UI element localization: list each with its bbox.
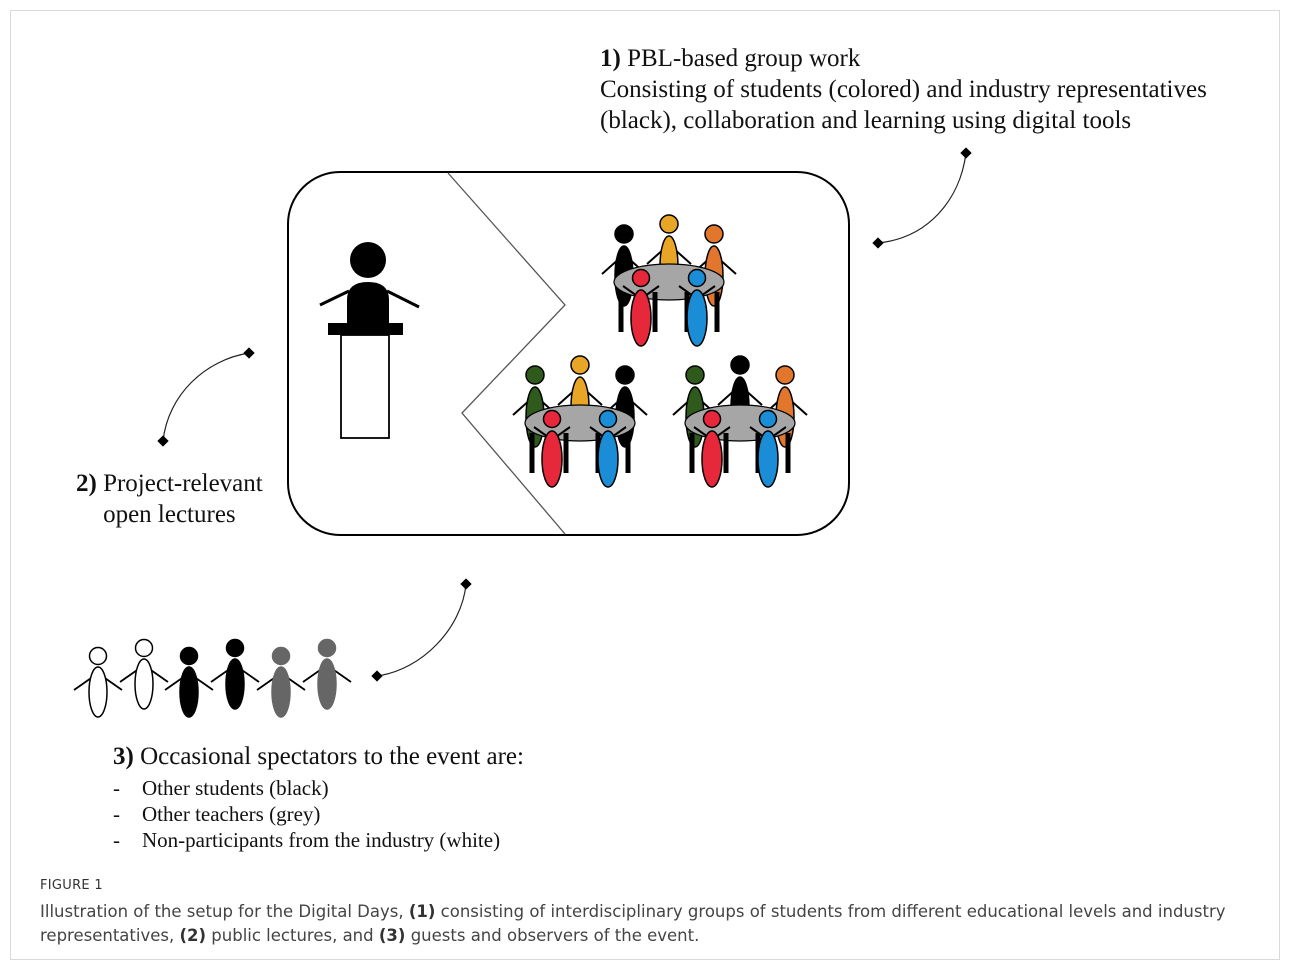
label-line: Project-relevant [103, 470, 263, 497]
lecturer-podium-icon [319, 242, 420, 439]
spectator-icon [302, 638, 352, 710]
list-item: -Other teachers (grey) [113, 802, 321, 826]
figure-caption: Illustration of the setup for the Digita… [40, 902, 1226, 945]
label-line: open lectures [103, 501, 236, 528]
label-spectators: 3) Occasional spectators to the event ar… [113, 741, 524, 772]
spectator-icon [119, 638, 169, 710]
list-bullet: - [113, 828, 120, 852]
spectator-icon [210, 638, 260, 710]
label-line: (black), collaboration and learning usin… [600, 107, 1132, 134]
connector-lectures [162, 352, 250, 442]
spectator-list: -Other students (black) -Other teachers … [113, 775, 500, 853]
label-title: Occasional spectators to the event are: [140, 743, 524, 770]
label-title: PBL-based group work [627, 45, 861, 72]
list-bullet: - [113, 776, 120, 800]
setup-diagram [73, 147, 972, 718]
zigzag-divider [447, 172, 566, 535]
label-number: 1) [600, 45, 621, 72]
group-table-icon [512, 355, 648, 488]
spectator-icon [164, 646, 214, 718]
spectator-icon [73, 646, 123, 718]
group-table-icon [672, 355, 808, 488]
figure-caption-block: FIGURE 1 Illustration of the setup for t… [40, 878, 1260, 948]
figure-label: FIGURE 1 [40, 878, 103, 893]
connector-group-work [877, 152, 967, 244]
label-lectures: 2) Project-relevant open lectures [76, 468, 263, 530]
label-line: Consisting of students (colored) and ind… [600, 76, 1207, 103]
spectator-icon [256, 646, 306, 718]
list-bullet: - [113, 802, 120, 826]
label-number: 2) [76, 470, 97, 497]
label-number: 3) [113, 743, 134, 770]
list-item: -Non-participants from the industry (whi… [113, 828, 501, 852]
group-table-icon [601, 214, 737, 347]
list-item: -Other students (black) [113, 776, 329, 800]
label-group-work: 1) PBL-based group work Consisting of st… [600, 43, 1207, 136]
connector-spectators [376, 583, 467, 677]
